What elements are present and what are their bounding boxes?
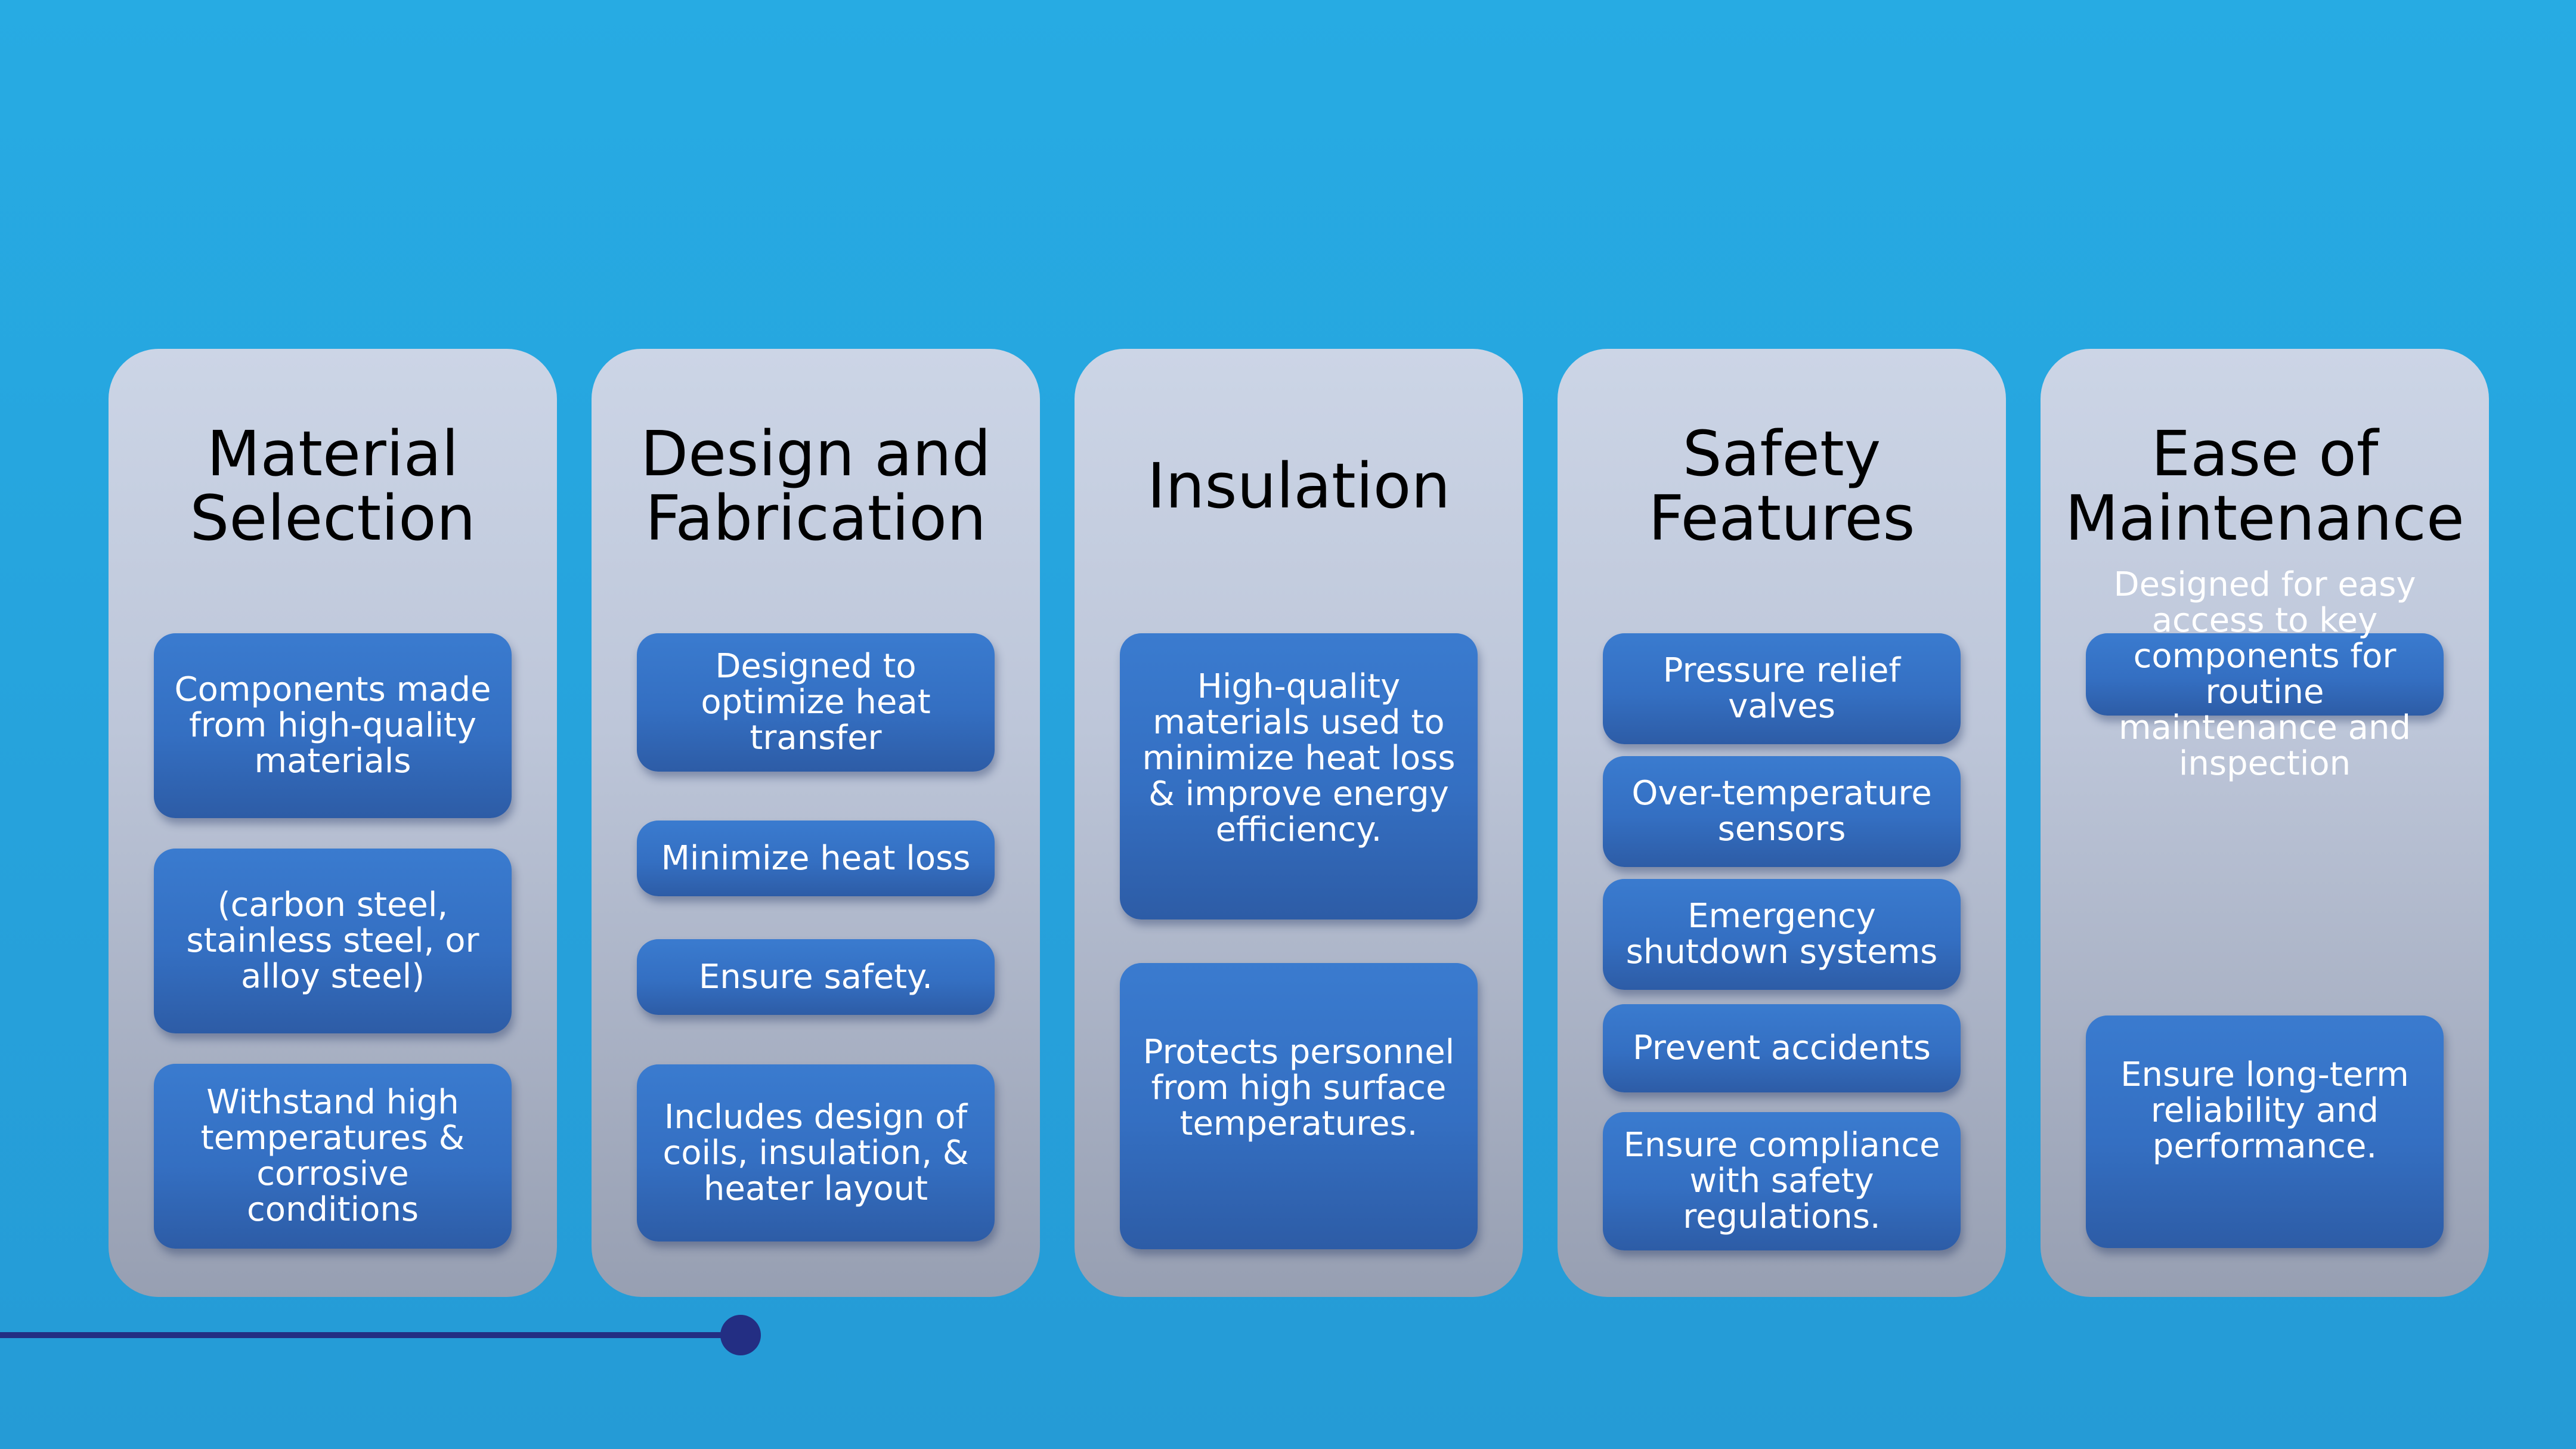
item-box: Pressure relief valves bbox=[1603, 633, 1961, 744]
column-title: Safety Features bbox=[1648, 417, 1915, 555]
item-box: Protects personnel from high surface tem… bbox=[1120, 963, 1478, 1249]
item-box: (carbon steel, stainless steel, or alloy… bbox=[154, 849, 512, 1033]
column-title: Design and Fabrication bbox=[640, 417, 991, 555]
column-title: Material Selection bbox=[190, 417, 476, 555]
item-box: Ensure long-term reliability and perform… bbox=[2086, 1015, 2444, 1248]
column-safety-features: Safety Features Pressure relief valves O… bbox=[1558, 349, 2006, 1297]
column-design-and-fabrication: Design and Fabrication Designed to optim… bbox=[592, 349, 1040, 1297]
item-box: Includes design of coils, insulation, & … bbox=[637, 1064, 995, 1241]
column-title: Insulation bbox=[1147, 450, 1451, 522]
item-box: Ensure safety. bbox=[637, 939, 995, 1015]
item-box: Designed to optimize heat transfer bbox=[637, 633, 995, 772]
column-insulation: Insulation High-quality materials used t… bbox=[1075, 349, 1523, 1297]
column-ease-of-maintenance: Ease of Maintenance Designed for easy ac… bbox=[2041, 349, 2489, 1297]
item-box: Minimize heat loss bbox=[637, 821, 995, 896]
column-title: Ease of Maintenance bbox=[2065, 417, 2464, 555]
item-box: Designed for easy access to key componen… bbox=[2086, 567, 2444, 782]
item-box: Ensure compliance with safety regulation… bbox=[1603, 1112, 1961, 1250]
item-box: Prevent accidents bbox=[1603, 1004, 1961, 1092]
item-box: High-quality materials used to minimize … bbox=[1120, 633, 1478, 919]
item-box: Components made from high-quality materi… bbox=[154, 633, 512, 818]
item-box: Over-temperature sensors bbox=[1603, 756, 1961, 867]
item-box: Withstand high temperatures & corrosive … bbox=[154, 1064, 512, 1249]
column-material-selection: Material Selection Components made from … bbox=[109, 349, 557, 1297]
progress-knob[interactable] bbox=[720, 1315, 761, 1355]
progress-bar bbox=[0, 1332, 741, 1338]
item-box: Emergency shutdown systems bbox=[1603, 879, 1961, 990]
